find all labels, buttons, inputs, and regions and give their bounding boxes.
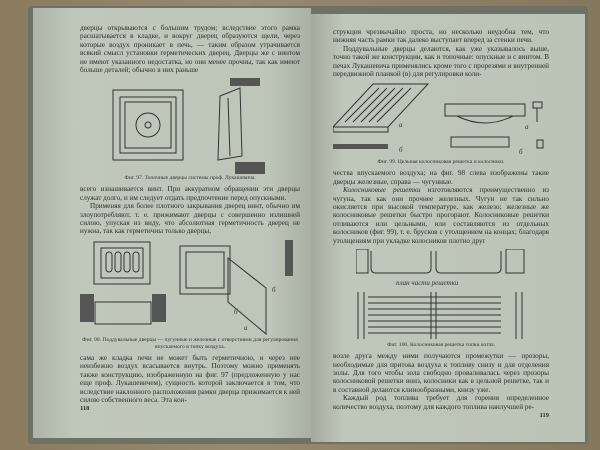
fig98-label-b1: б bbox=[234, 308, 238, 316]
right-top-paragraph-1: струкция чрезвычайно проста, но нескольк… bbox=[333, 28, 549, 45]
left-page-number: 118 bbox=[80, 405, 90, 413]
figure-99-wrap: а а б б bbox=[333, 78, 549, 158]
right-page: струкция чрезвычайно проста, но нескольк… bbox=[311, 14, 585, 442]
left-middle-paragraph-2: Применяя для более плотного закрывания д… bbox=[80, 202, 300, 236]
right-middle-paragraph-1: чества впускаемого воздуха; на фиг. 98 с… bbox=[333, 169, 549, 186]
figure-97 bbox=[112, 78, 265, 175]
fig97-caption: Фиг. 97. Топочные дверцы системы проф. Л… bbox=[124, 175, 256, 182]
figure-97-wrap bbox=[80, 74, 300, 175]
figure-100: план части решетки bbox=[356, 249, 525, 340]
fig99-label-b1: б bbox=[399, 146, 403, 154]
fig98-label-b2: б bbox=[272, 286, 276, 294]
figure-98: б б а bbox=[80, 239, 293, 335]
right-bottom-paragraph-2: Каждый род топлива требует для горения о… bbox=[333, 394, 549, 411]
left-bottom-text: сама же кладка печи не может быть гермет… bbox=[80, 353, 300, 404]
figure-99: а а б б bbox=[333, 83, 544, 156]
right-bottom-paragraph-1: возле друга между ними получаются промеж… bbox=[333, 352, 549, 394]
right-bottom-text: возле друга между ними получаются промеж… bbox=[333, 352, 549, 411]
fig100-plan-label: план части решетки bbox=[396, 279, 459, 287]
fig99-label-b2: б bbox=[519, 148, 523, 156]
right-top-text: струкция чрезвычайно проста, но нескольк… bbox=[333, 28, 549, 78]
term-grates: Колосниковые решетки bbox=[343, 186, 421, 195]
fig98-label-a: а bbox=[244, 324, 248, 332]
fig100-caption: Фиг. 100. Колосниковая решетка топки кот… bbox=[386, 342, 496, 349]
left-middle-paragraph-1: всего изнашивается винт. При аккуратном … bbox=[80, 185, 300, 202]
right-middle-paragraph-2-body: изготовляются преимущественно из чугуна,… bbox=[333, 186, 550, 245]
fig99-label-a2: а bbox=[525, 123, 529, 131]
left-middle-text: всего изнашивается винт. При аккуратном … bbox=[80, 185, 300, 235]
fig99-label-a1: а bbox=[399, 121, 403, 129]
left-top-text: дверцы открываются с большим трудом; всл… bbox=[80, 24, 300, 75]
right-top-paragraph-2: Поддувальные дверцы делаются, как уже ук… bbox=[333, 44, 549, 79]
left-page: дверцы открываются с большим трудом; всл… bbox=[33, 8, 311, 438]
right-middle-paragraph-2: Колосниковые решетки изготовляются преим… bbox=[333, 186, 549, 245]
figure-100-wrap: план части решетки bbox=[333, 245, 549, 341]
right-page-number: 119 bbox=[539, 411, 549, 419]
fig99-caption: Фиг. 99. Цельная колосниковая решетка и … bbox=[377, 159, 505, 166]
fig98-caption: Фиг. 98. Поддувальные дверцы — чугунные … bbox=[82, 336, 298, 350]
figure-98-wrap: б б а bbox=[80, 236, 300, 336]
right-middle-text: чества впускаемого воздуха; на фиг. 98 с… bbox=[333, 169, 549, 245]
